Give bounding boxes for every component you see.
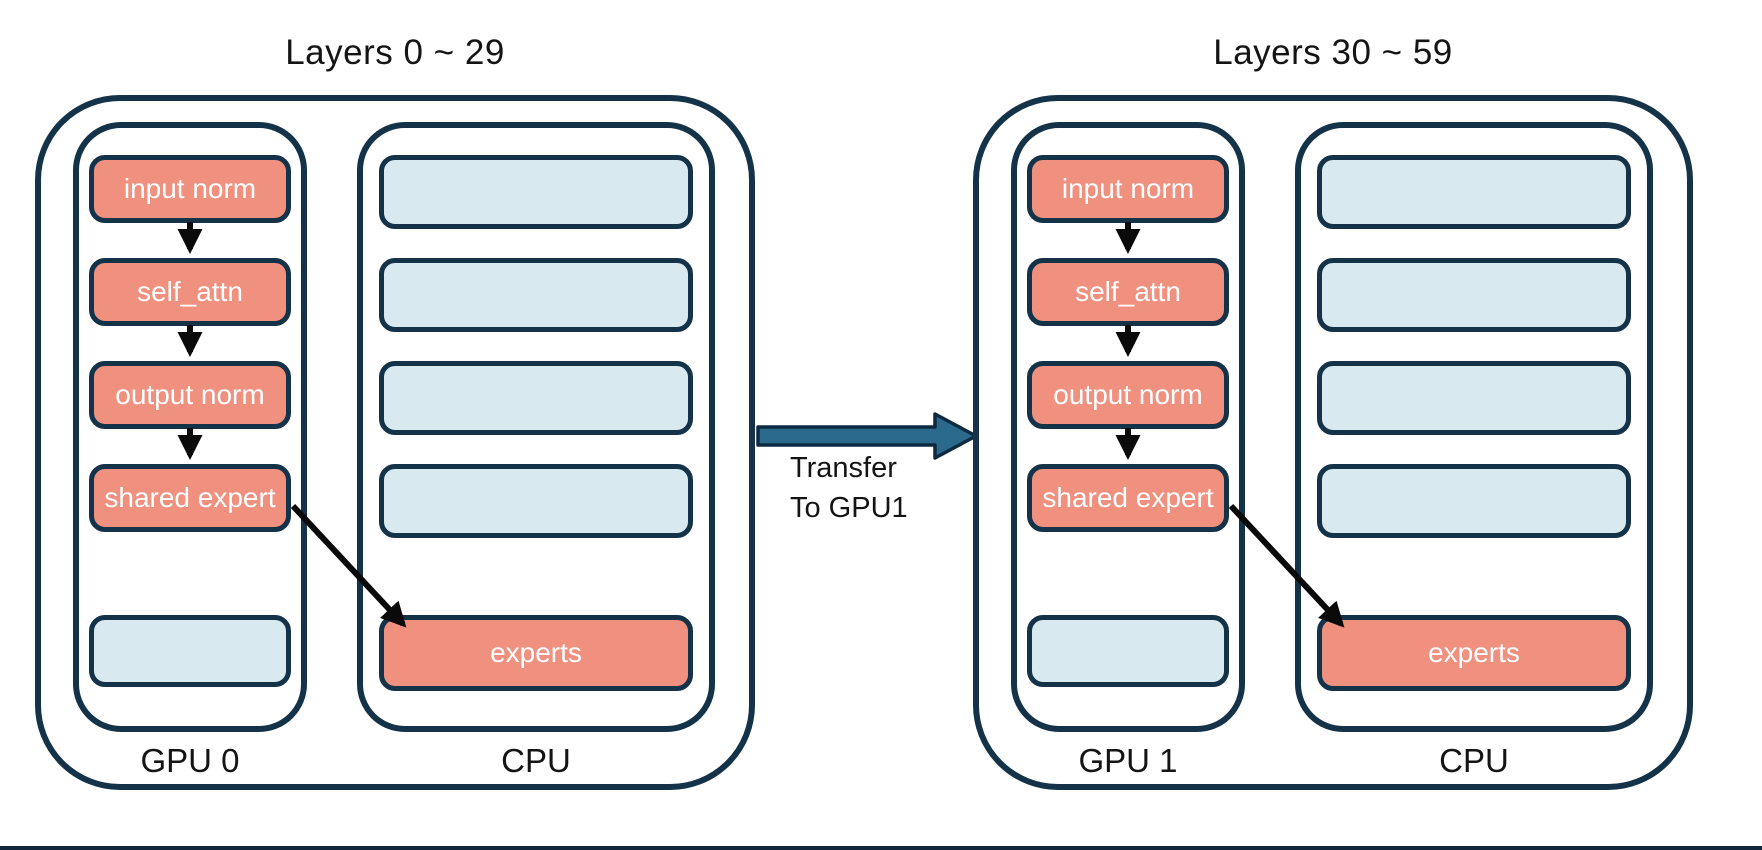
group-title: Layers 0 ~ 29	[285, 33, 505, 72]
cpu-slot-box	[1317, 361, 1631, 435]
down-arrow-icon	[177, 222, 203, 255]
transfer-arrow-icon	[756, 412, 978, 460]
transfer-label: Transfer To GPU1	[790, 448, 1010, 528]
shared-expert-box: shared expert	[89, 464, 291, 532]
self-attn-box: self_attn	[1027, 258, 1229, 326]
group-title: Layers 30 ~ 59	[1213, 33, 1453, 72]
cpu-label: CPU	[1439, 742, 1509, 779]
input-norm-box: input norm	[1027, 155, 1229, 223]
cpu-slot-box	[379, 361, 693, 435]
cpu-label: CPU	[501, 742, 571, 779]
transfer-label-line2: To GPU1	[790, 492, 908, 524]
gpu1-label: GPU 1	[1078, 742, 1178, 779]
down-arrow-icon	[177, 428, 203, 461]
down-arrow-icon	[1115, 222, 1141, 255]
cpu-slot-box	[379, 155, 693, 229]
down-arrow-icon	[1115, 325, 1141, 358]
gpu0-label: GPU 0	[140, 742, 240, 779]
cpu-slot-box	[1317, 155, 1631, 229]
experts-box: experts	[1317, 615, 1631, 691]
empty-gpu-slot-box	[89, 615, 291, 687]
shared-expert-box: shared expert	[1027, 464, 1229, 532]
layer-group-1: Layers 30 ~ 59 input norm self_attn outp…	[973, 0, 1693, 850]
cpu-slot-box	[379, 464, 693, 538]
self-attn-box: self_attn	[89, 258, 291, 326]
shared-to-experts-arrow-icon	[290, 503, 407, 628]
cpu-slot-box	[1317, 258, 1631, 332]
transfer-label-line1: Transfer	[790, 452, 897, 484]
input-norm-box: input norm	[89, 155, 291, 223]
empty-gpu-slot-box	[1027, 615, 1229, 687]
cpu-slot-box	[379, 258, 693, 332]
layer-group-0: Layers 0 ~ 29 input norm self_attn outpu…	[35, 0, 755, 850]
down-arrow-icon	[177, 325, 203, 358]
output-norm-box: output norm	[1027, 361, 1229, 429]
bottom-edge-bar	[0, 846, 1762, 850]
experts-box: experts	[379, 615, 693, 691]
cpu-slot-box	[1317, 464, 1631, 538]
output-norm-box: output norm	[89, 361, 291, 429]
shared-to-experts-arrow-icon	[1228, 503, 1345, 628]
down-arrow-icon	[1115, 428, 1141, 461]
